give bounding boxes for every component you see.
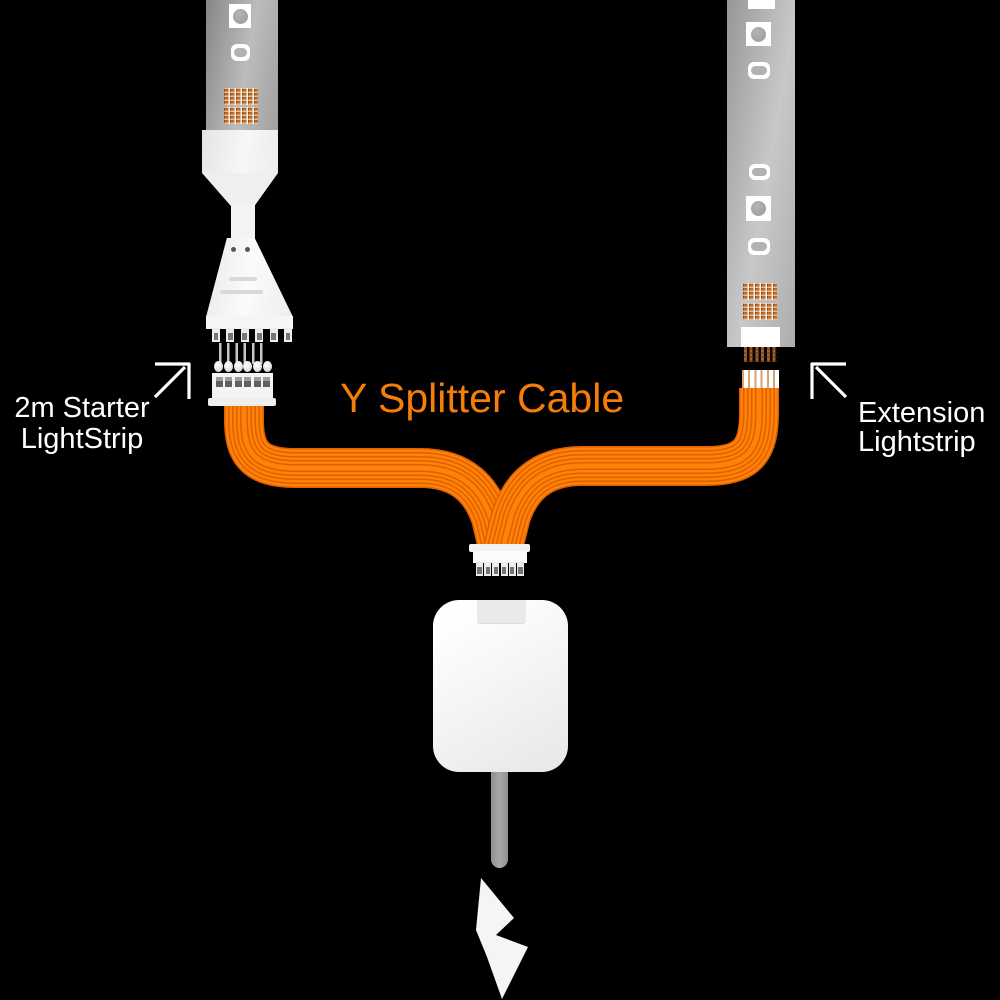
label-line: LightStrip (20, 423, 144, 455)
resistor (748, 62, 770, 79)
solder-pads (224, 88, 258, 105)
label-line: 2m Starter (14, 392, 150, 424)
solder-pads (224, 107, 258, 124)
plug-slot (229, 277, 257, 281)
starter-lightstrip (206, 0, 278, 131)
power-cord (491, 770, 508, 868)
solder-pads (743, 283, 777, 300)
strip-end-cap-stem (231, 204, 255, 239)
plug-base (206, 316, 293, 329)
label-line: Lightstrip (858, 426, 976, 458)
led-chip (229, 4, 251, 28)
plug-contact-teeth (212, 328, 292, 343)
splitter-connector (473, 551, 527, 563)
starter-lightstrip-label: 2m Starter LightStrip (6, 393, 158, 455)
strip-end-cap (202, 130, 278, 173)
power-adapter (433, 600, 568, 772)
diagram-title: Y Splitter Cable (340, 375, 625, 421)
resistor (748, 238, 770, 255)
connector-pins (219, 343, 267, 364)
y-splitter-ribbon-left (244, 400, 499, 552)
pin-heads (214, 361, 272, 373)
led-chip (746, 196, 771, 221)
splitter-connector-teeth (476, 562, 524, 576)
strip-copper-pins (744, 347, 778, 362)
solder-block (741, 327, 780, 347)
extension-lightstrip (727, 0, 795, 347)
coupler-contacts (216, 377, 270, 388)
lightning-bolt-icon (476, 878, 528, 999)
arrow-up-left-icon (810, 362, 848, 399)
led-chip-partial (748, 0, 775, 9)
plug-screw-dot (231, 247, 236, 252)
coupler-flange (208, 398, 276, 406)
extension-lightstrip-label: Extension Lightstrip (858, 399, 1000, 457)
label-line: Extension (858, 397, 986, 429)
cable-crimp-connector (742, 370, 779, 388)
splitter-connector-flange (469, 544, 530, 552)
resistor (231, 44, 250, 61)
plug-screw-dot (245, 247, 250, 252)
led-chip (746, 22, 771, 46)
arrow-up-right-icon (153, 362, 191, 399)
plug-slot (220, 290, 263, 294)
adapter-socket-notch (477, 600, 526, 624)
solder-pads (743, 303, 777, 320)
resistor (749, 164, 770, 180)
